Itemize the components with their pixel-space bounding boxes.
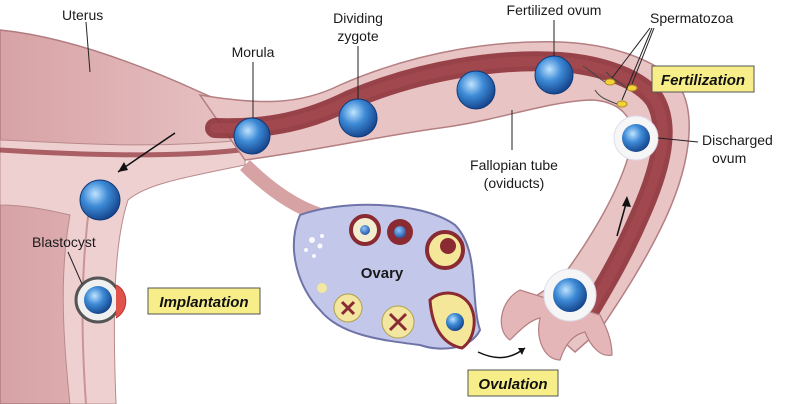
discharged-ovum-leader xyxy=(657,137,699,143)
dividing-label-line2: zygote xyxy=(337,28,378,44)
uterus-label: Uterus xyxy=(62,7,103,23)
ovulation-tag-text: Ovulation xyxy=(478,376,547,393)
implanting-blastocyst xyxy=(74,276,127,324)
implantation-tag: Implantation xyxy=(147,287,261,315)
travel-arrowhead xyxy=(118,162,128,172)
fallopian-tube-label-line2: (oviducts) xyxy=(484,175,545,191)
fertilization-tag-text: Fertilization xyxy=(661,72,745,89)
spermatozoa-leader-1 xyxy=(611,27,651,79)
discharged-ovum-label-line2: ovum xyxy=(712,150,746,166)
fertilized-ovum-label: Fertilized ovum xyxy=(507,2,602,18)
spermatozoa-label: Spermatozoa xyxy=(650,10,733,26)
uterus-leader xyxy=(85,21,91,73)
morula-label: Morula xyxy=(232,44,275,60)
uterus xyxy=(0,29,246,404)
dividing-zygote-cell xyxy=(338,98,378,138)
discharged-ovum-cell xyxy=(613,115,659,161)
ovulation-arrowhead xyxy=(518,348,525,355)
ovulation-arrow xyxy=(477,347,526,359)
fertilization-tag: Fertilization xyxy=(651,65,755,93)
spermatozoa-leader-3 xyxy=(631,27,655,85)
dividing-label-line1: Dividing xyxy=(333,10,383,26)
fertilized-ovum-cell xyxy=(534,55,574,95)
ovary-label: Ovary xyxy=(361,265,404,282)
upward-arrowhead xyxy=(622,196,631,207)
fallopian-tube-label-line1: Fallopian tube xyxy=(470,157,558,173)
ovulation-tag: Ovulation xyxy=(467,369,559,397)
blastocyst-cell xyxy=(79,179,121,221)
zygote-cell-2 xyxy=(456,70,496,110)
released-ovum xyxy=(543,268,597,322)
spermatozoa-leader-2 xyxy=(621,27,653,101)
spermatozoa xyxy=(582,65,638,108)
ovarian-ligament xyxy=(240,160,323,222)
blastocyst-leader xyxy=(67,251,83,285)
morula-cell xyxy=(233,117,271,155)
ovary xyxy=(292,203,482,350)
discharged-ovum-label-line1: Discharged xyxy=(702,132,773,148)
implantation-tag-text: Implantation xyxy=(159,294,248,311)
blastocyst-label: Blastocyst xyxy=(32,234,96,250)
